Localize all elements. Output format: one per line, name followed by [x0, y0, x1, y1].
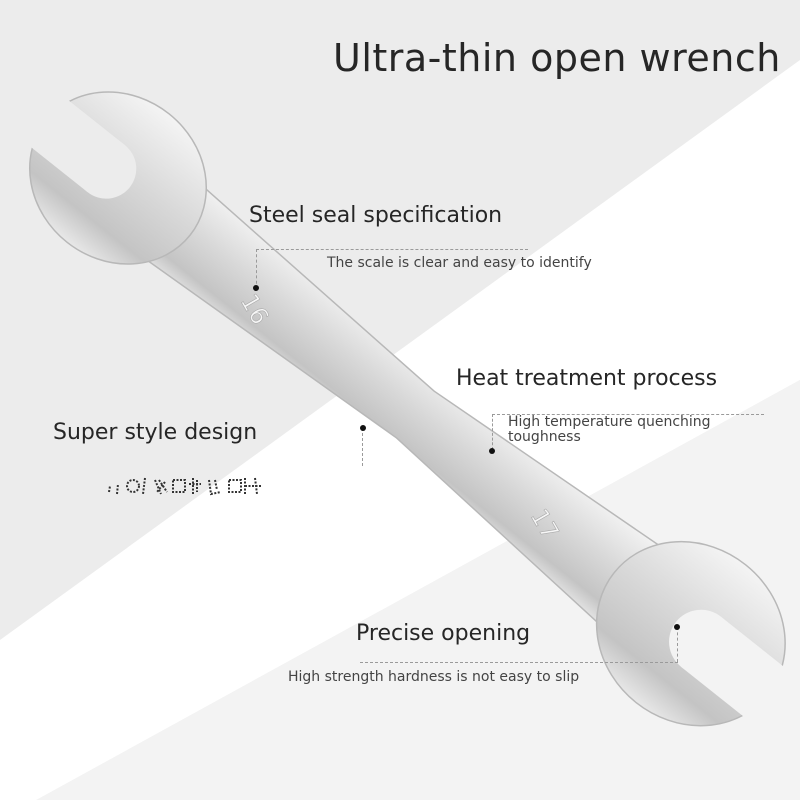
callout-dot — [360, 425, 366, 431]
callout-line — [492, 414, 764, 415]
callout-line — [677, 627, 678, 662]
callout-dot — [489, 448, 495, 454]
callout-line — [360, 662, 678, 663]
callout-dot — [674, 624, 680, 630]
page-title: Ultra-thin open wrench — [333, 36, 781, 80]
callout-line — [256, 249, 257, 289]
callout-line — [256, 249, 528, 250]
feature-heading-heat-treatment: Heat treatment process — [456, 366, 718, 391]
feature-detail-steel-seal: The scale is clear and easy to identify — [327, 255, 592, 271]
feature-detail-precise-opening: High strength hardness is not easy to sl… — [288, 669, 580, 685]
blurred-marking-graphic — [108, 477, 261, 496]
callout-dot — [253, 285, 259, 291]
feature-heading-precise-opening: Precise opening — [356, 621, 531, 646]
callout-line — [362, 428, 363, 466]
feature-heading-style-design: Super style design — [53, 420, 258, 445]
feature-heading-steel-seal: Steel seal specification — [249, 203, 503, 228]
feature-detail-heat-treatment: High temperature quenching toughness — [508, 414, 711, 445]
callout-line — [492, 414, 493, 450]
